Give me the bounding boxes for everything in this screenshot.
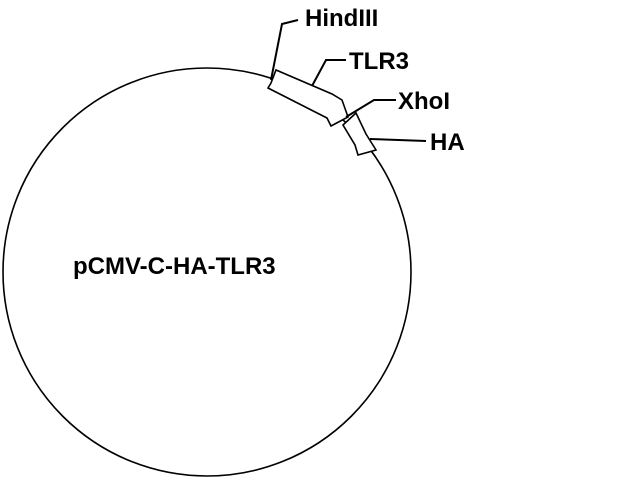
ha-tag-arrow xyxy=(341,111,378,156)
hindiii-site-label: HindIII xyxy=(305,5,379,32)
tlr3-insert-arrow xyxy=(266,68,349,128)
xhoi-site-label: XhoI xyxy=(398,88,450,115)
tlr3-insert-label: TLR3 xyxy=(349,48,409,75)
ha-leader-line xyxy=(369,138,427,142)
tlr3-leader-line xyxy=(311,59,346,87)
ha-tag-label: HA xyxy=(430,129,465,156)
xhoi-leader-line xyxy=(345,99,396,118)
hindiii-leader-line xyxy=(270,19,299,81)
plasmid-name-label: pCMV-C-HA-TLR3 xyxy=(73,253,276,280)
plasmid-backbone-circle xyxy=(2,67,412,477)
